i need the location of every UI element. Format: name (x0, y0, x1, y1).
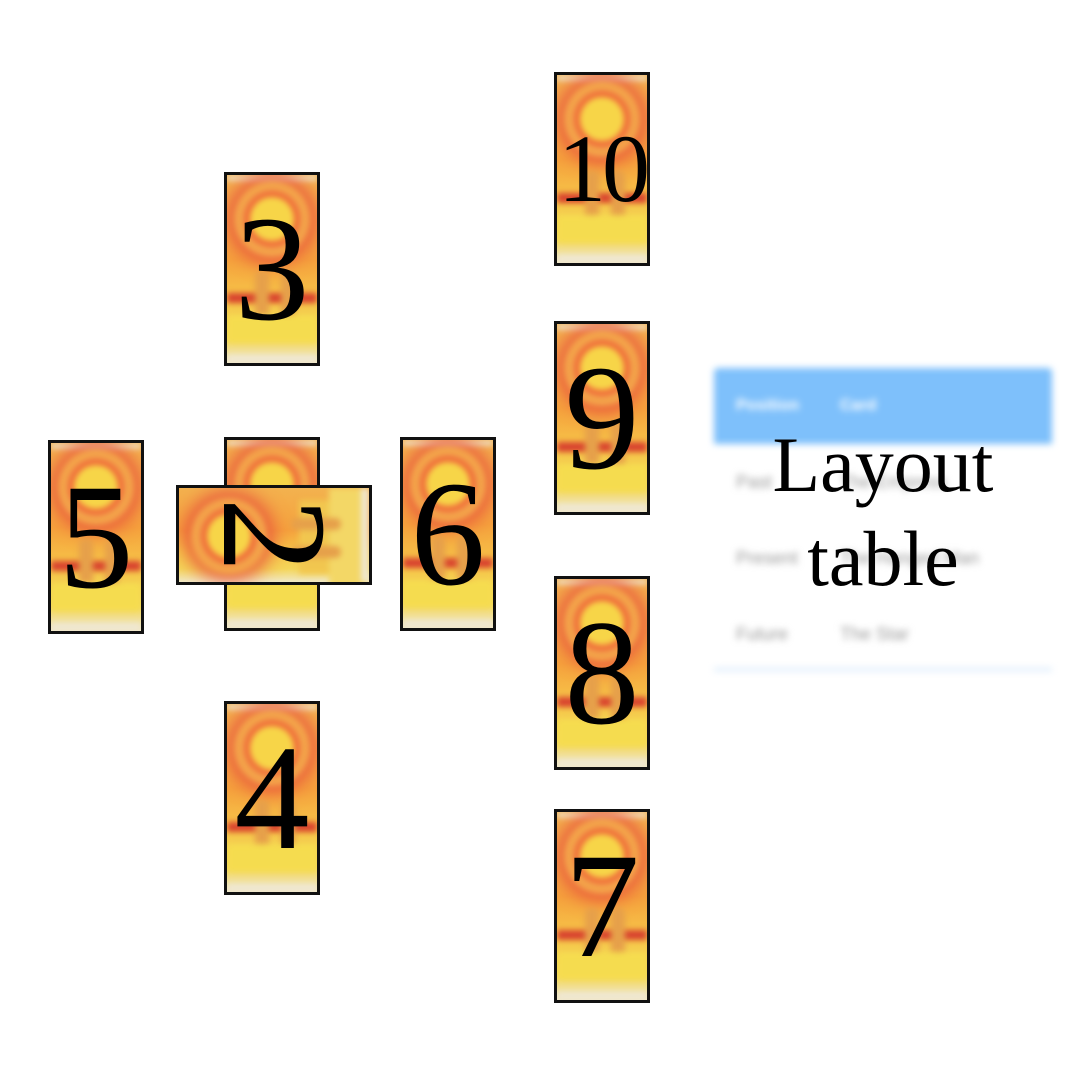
table-bottom-border (714, 668, 1052, 671)
table-row[interactable]: Future The Star (714, 596, 1052, 672)
card-position-2[interactable]: 2 (176, 485, 372, 585)
card-position-4[interactable]: 4 (224, 701, 320, 895)
row-position: Future (736, 623, 789, 644)
table-header: Position Card (714, 368, 1052, 444)
card-art-image (227, 175, 317, 363)
card-position-10[interactable]: 10 (554, 72, 650, 266)
layout-table-label: Layout table (772, 421, 994, 602)
row-card: The Star (840, 623, 910, 644)
card-position-6[interactable]: 6 (400, 437, 496, 631)
card-number-label: 6 (410, 451, 486, 617)
row-position: Present (736, 547, 799, 568)
card-number-label: 7 (564, 823, 640, 989)
card-art-image (179, 488, 369, 582)
card-number-label: 9 (564, 335, 640, 501)
card-position-3[interactable]: 3 (224, 172, 320, 366)
card-art-image (227, 704, 317, 892)
row-position: Past (736, 471, 773, 492)
table-row[interactable]: Present The Hanged Man (714, 520, 1052, 596)
card-number-label: 3 (234, 186, 310, 352)
card-art-image (557, 812, 647, 1000)
row-card: The Hanged Man (840, 547, 980, 568)
card-art-image (557, 324, 647, 512)
row-card: The Empress (840, 471, 948, 492)
card-art-image (51, 443, 141, 631)
card-position-5[interactable]: 5 (48, 440, 144, 634)
header-card: Card (840, 397, 877, 414)
card-art-image (557, 579, 647, 767)
card-position-8[interactable]: 8 (554, 576, 650, 770)
card-number-label: 8 (564, 590, 640, 756)
card-position-7[interactable]: 7 (554, 809, 650, 1003)
card-number-label: 10 (558, 115, 647, 222)
table-row[interactable]: Past The Empress (714, 444, 1052, 520)
layout-table: Position Card Past The Empress Present T… (714, 368, 1052, 671)
card-art-image (557, 75, 647, 263)
card-position-9[interactable]: 9 (554, 321, 650, 515)
card-number-label: 5 (58, 454, 134, 620)
card-art-image (403, 440, 493, 628)
card-number-label: 4 (234, 715, 310, 881)
card-number-label: 2 (191, 497, 357, 573)
header-position: Position (736, 397, 800, 414)
